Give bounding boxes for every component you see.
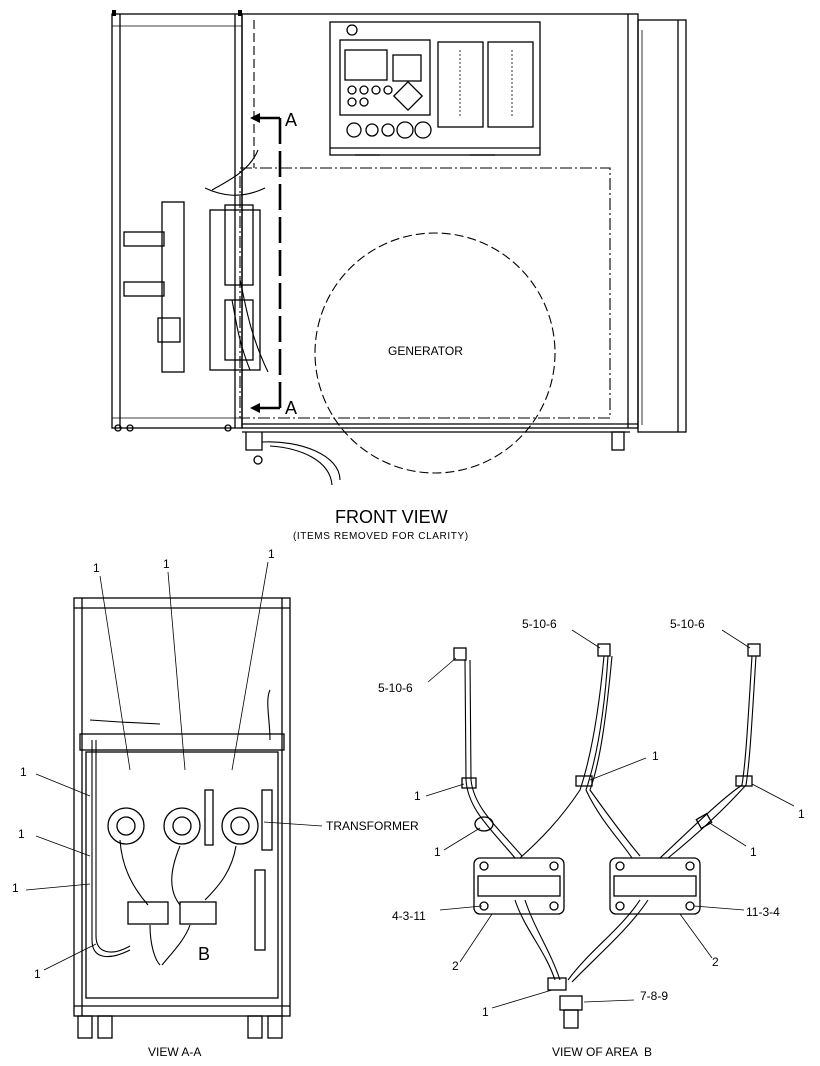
section-cut-aa: A A	[250, 110, 297, 418]
callout-clip-bottom: 1	[482, 1005, 489, 1019]
callout-bracket-left: 2	[452, 959, 459, 973]
callout-fitting-middle: 5-10-6	[522, 617, 557, 631]
view-aa-title: VIEW A-A	[148, 1045, 201, 1059]
control-panel	[329, 21, 541, 156]
view-area-b-title: VIEW OF AREA B	[552, 1045, 652, 1059]
callout-clip-left-2: 1	[434, 845, 441, 859]
callout-1: 1	[93, 561, 100, 575]
fitting-right	[747, 643, 761, 657]
front-view-subtitle: (ITEMS REMOVED FOR CLARITY)	[293, 531, 469, 542]
left-enclosure	[111, 13, 243, 429]
fitting-middle	[597, 643, 611, 657]
callout-1: 1	[34, 967, 41, 981]
callout-fitting-bottom: 7-8-9	[640, 989, 668, 1003]
view-aa: 1 1 1 1 1 1 1 TRANSFORMER B VIEW A-A	[12, 547, 419, 1059]
callout-fitting-left: 5-10-6	[378, 681, 413, 695]
generator-outline	[314, 232, 556, 474]
radiator-panel	[637, 19, 687, 433]
callout-fitting-right: 5-10-6	[670, 617, 705, 631]
transformer-terminals	[107, 789, 273, 951]
breaker-assembly	[123, 149, 269, 373]
fitting-left	[453, 647, 467, 661]
callout-1: 1	[163, 557, 170, 571]
generator-housing	[241, 13, 639, 429]
left-bracket	[473, 857, 565, 915]
callout-1: 1	[20, 765, 27, 779]
callout-bolt-left: 4-3-11	[392, 909, 426, 923]
callout-clip-right-2: 1	[750, 845, 757, 859]
callout-clip-left: 1	[414, 789, 421, 803]
callout-clip-middle: 1	[652, 749, 659, 763]
front-view: GENERATOR	[111, 10, 687, 542]
callout-1: 1	[12, 881, 19, 895]
callout-1: 1	[268, 547, 275, 561]
callout-1: 1	[18, 827, 25, 841]
area-b-marker: B	[198, 944, 210, 964]
callout-clip-right: 1	[798, 807, 805, 821]
callout-bolt-right: 11-3-4	[746, 905, 780, 919]
section-marker-top: A	[285, 110, 297, 130]
callout-bracket-right: 2	[712, 955, 719, 969]
front-view-title: FRONT VIEW	[335, 507, 448, 527]
transformer-label: TRANSFORMER	[326, 819, 419, 833]
generator-frame-outline	[239, 167, 611, 419]
view-aa-enclosure	[73, 597, 291, 1017]
view-area-b: 5-10-6 5-10-6 5-10-6 1 1 1 1 1 4-3-11 11…	[378, 617, 805, 1059]
bottom-fitting	[559, 995, 583, 1011]
section-marker-bottom: A	[285, 398, 297, 418]
right-bracket	[609, 857, 701, 915]
generator-label: GENERATOR	[388, 344, 463, 358]
